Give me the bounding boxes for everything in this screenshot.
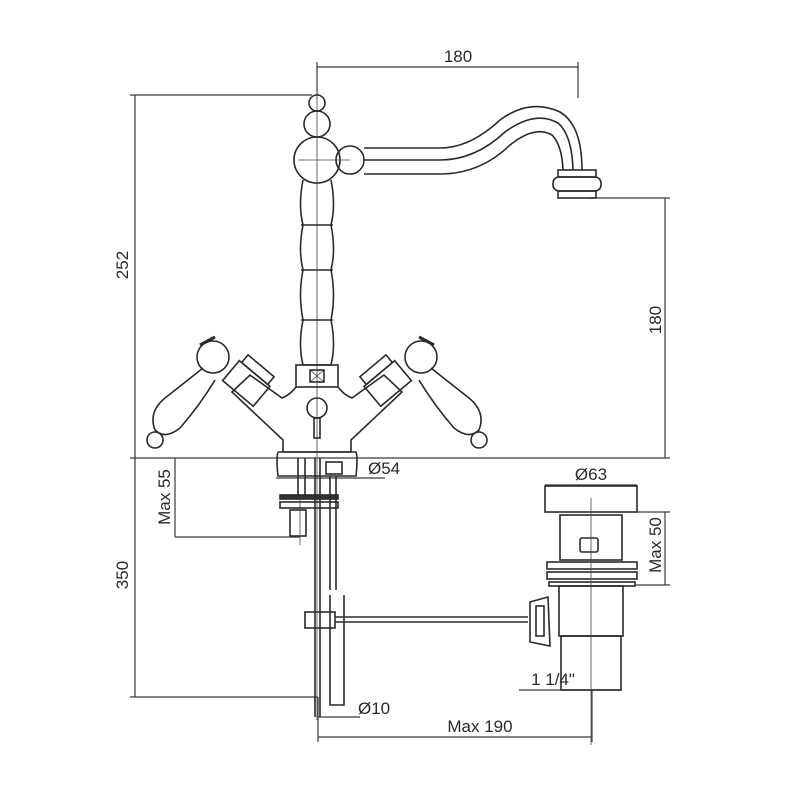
dim-waste-thread: 1 1/4" — [531, 670, 575, 689]
dim-below-deck: 350 — [113, 561, 132, 589]
faucet-body — [146, 88, 602, 720]
dim-spout-reach: 180 — [444, 47, 472, 66]
dim-waste-diameter: Ø63 — [575, 465, 607, 484]
dim-max-55: Max 55 — [155, 469, 174, 525]
dim-spout-height: 180 — [646, 306, 665, 334]
dimension-lines — [130, 62, 670, 742]
dim-max-190: Max 190 — [447, 717, 512, 736]
dim-max-50: Max 50 — [646, 517, 665, 573]
pop-up-waste — [529, 485, 638, 745]
dim-rod-diameter: Ø10 — [358, 699, 390, 718]
dim-total-height: 252 — [113, 251, 132, 279]
dim-base-diameter: Ø54 — [368, 459, 400, 478]
